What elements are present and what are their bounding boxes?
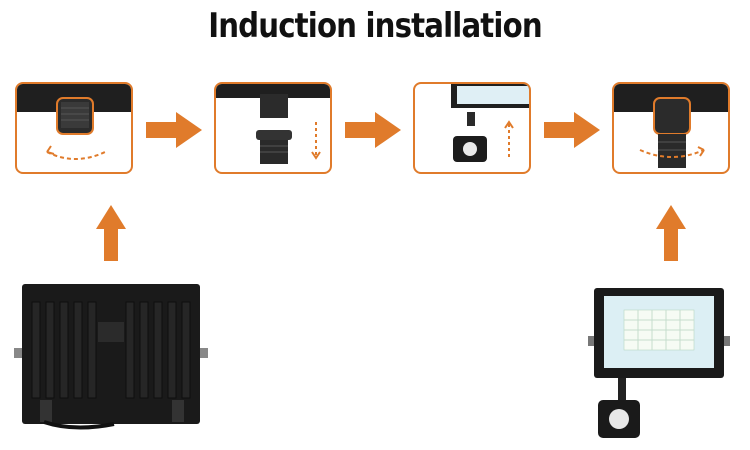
- page-title: Induction installation: [208, 6, 542, 46]
- rotate-tighten-icon: [614, 84, 728, 168]
- rotate-remove-cap-icon: [17, 84, 131, 160]
- arrow-up-icon: [96, 205, 126, 261]
- arrow-right-icon: [146, 112, 202, 148]
- step-2-panel: [214, 82, 332, 174]
- floodlight-back-image: [14, 284, 208, 430]
- arrow-right-icon: [544, 112, 600, 148]
- step-3-panel: [413, 82, 531, 174]
- arrow-up-icon: [656, 205, 686, 261]
- floodlight-with-sensor-image: [588, 288, 730, 438]
- step-1-panel: [15, 82, 133, 174]
- insert-sensor-icon: [451, 84, 529, 162]
- step-4-panel: [612, 82, 730, 174]
- pull-out-plug-icon: [216, 84, 330, 164]
- arrow-right-icon: [345, 112, 401, 148]
